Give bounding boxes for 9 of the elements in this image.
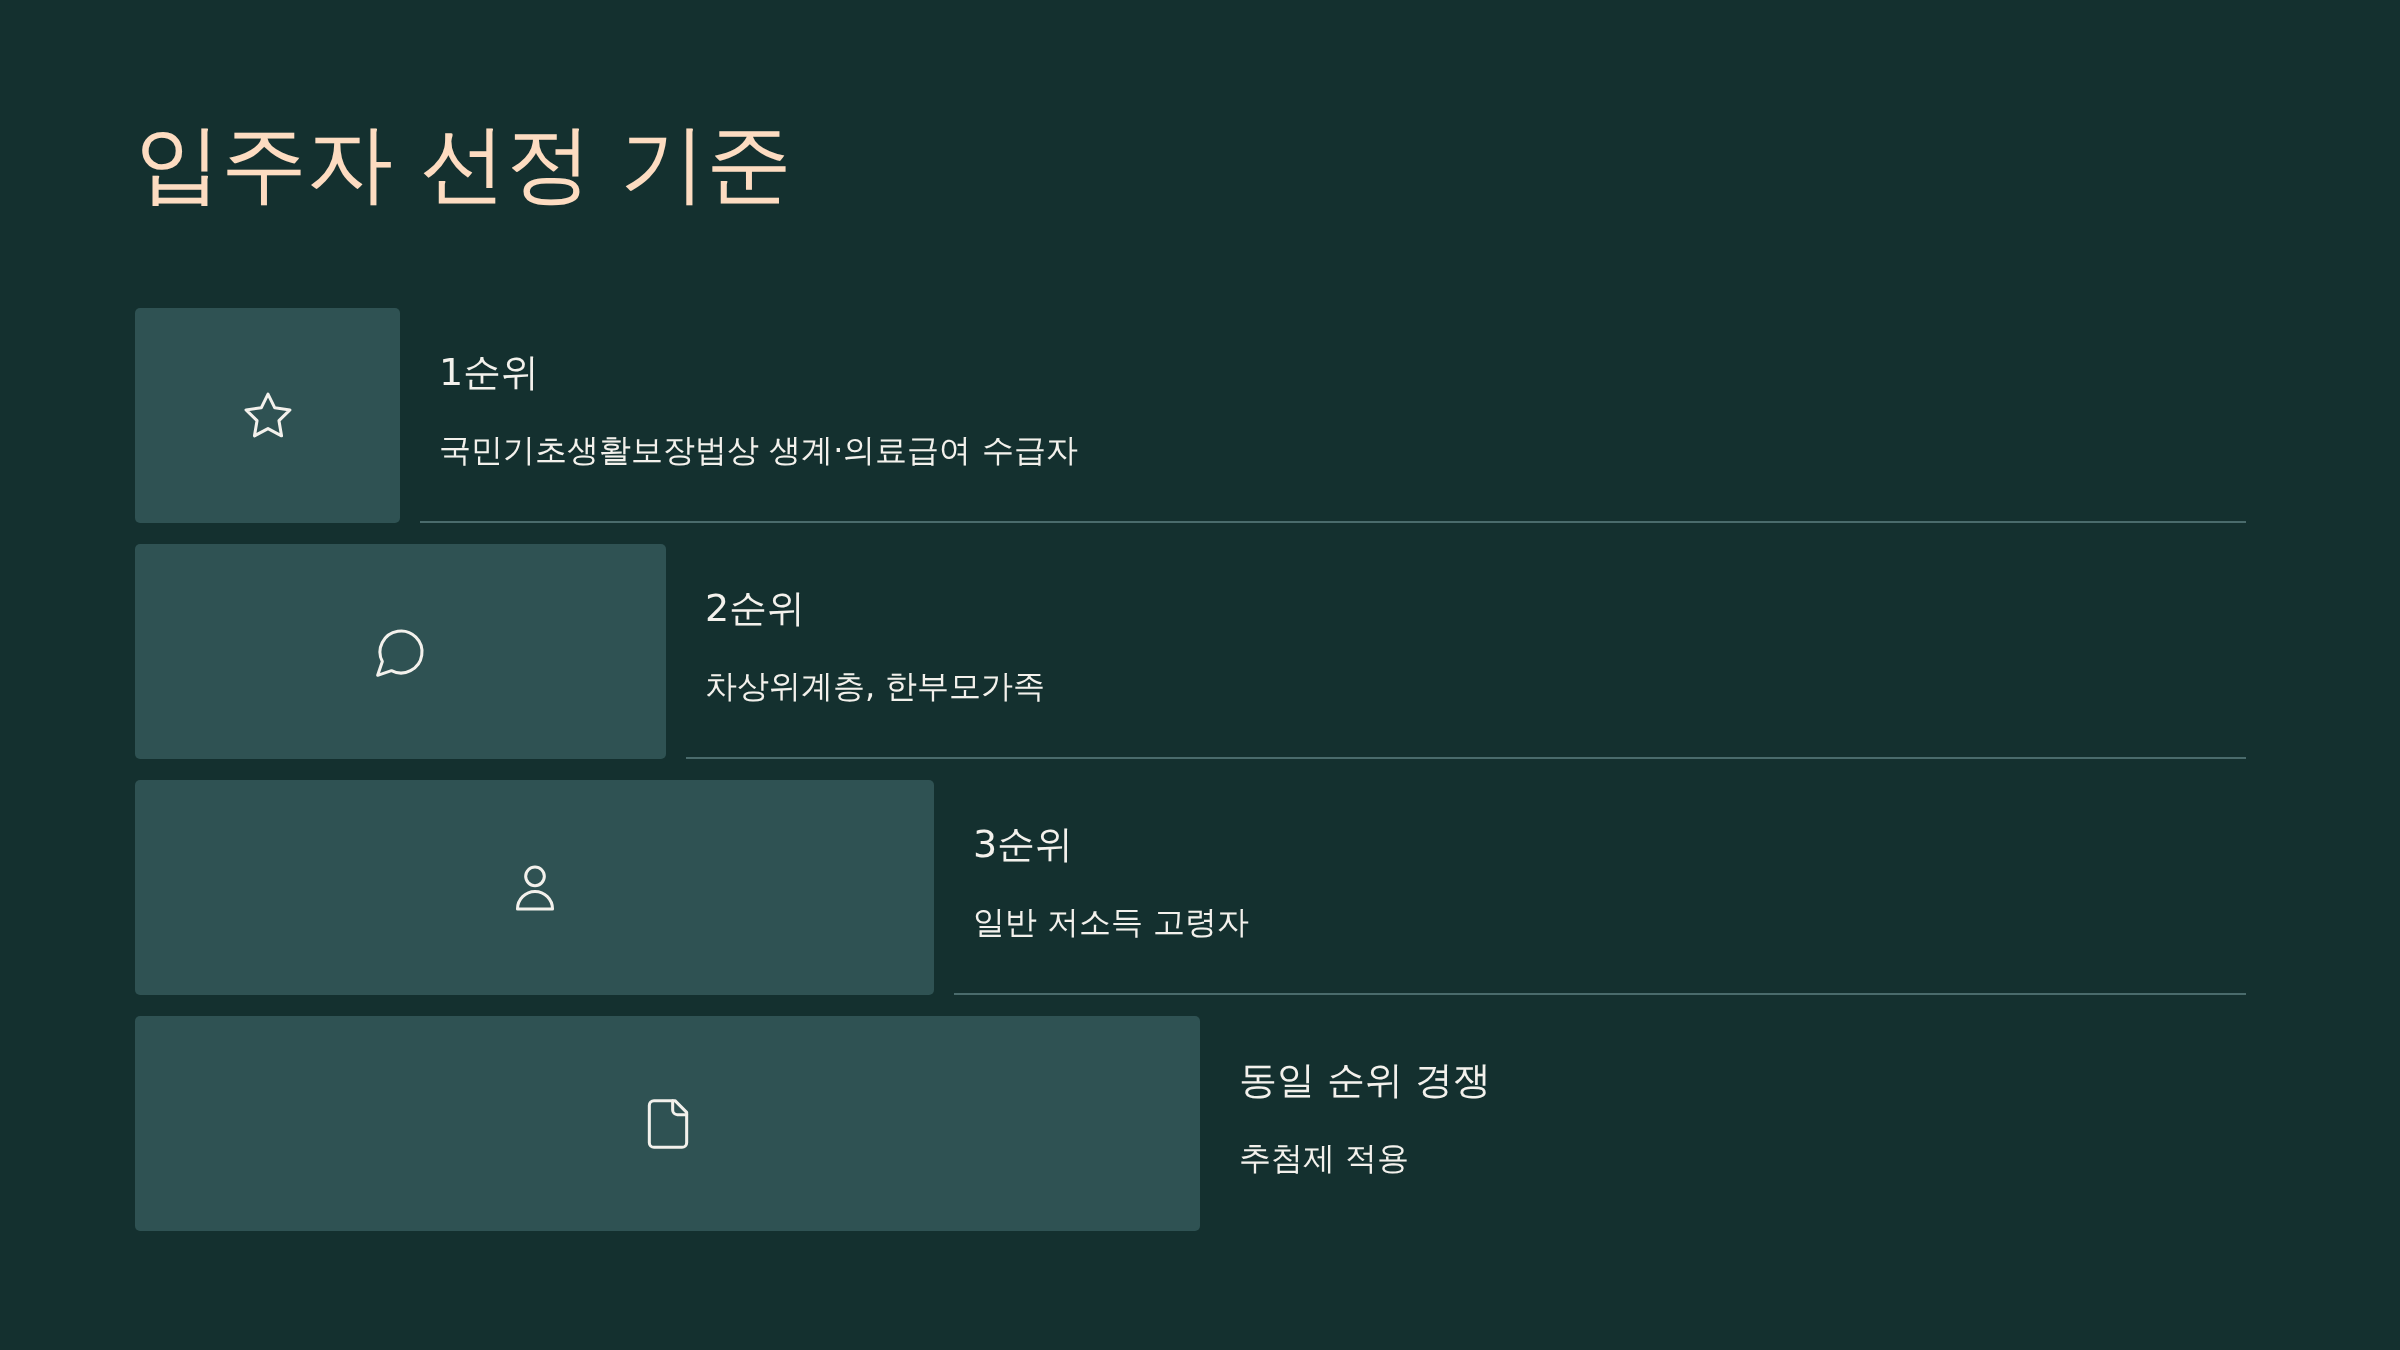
priority-heading: 2순위 [705,586,806,632]
priority-description: 차상위계층, 한부모가족 [705,666,1046,706]
slide-title: 입주자 선정 기준 [135,112,792,215]
priority-heading: 1순위 [439,350,540,396]
priority-heading: 동일 순위 경쟁 [1239,1058,1492,1104]
priority-description: 일반 저소득 고령자 [973,902,1250,942]
priority-description: 추첨제 적용 [1239,1138,1410,1178]
priority-heading: 3순위 [973,822,1074,868]
priority-description: 국민기초생활보장법상 생계·의료급여 수급자 [439,430,1078,470]
